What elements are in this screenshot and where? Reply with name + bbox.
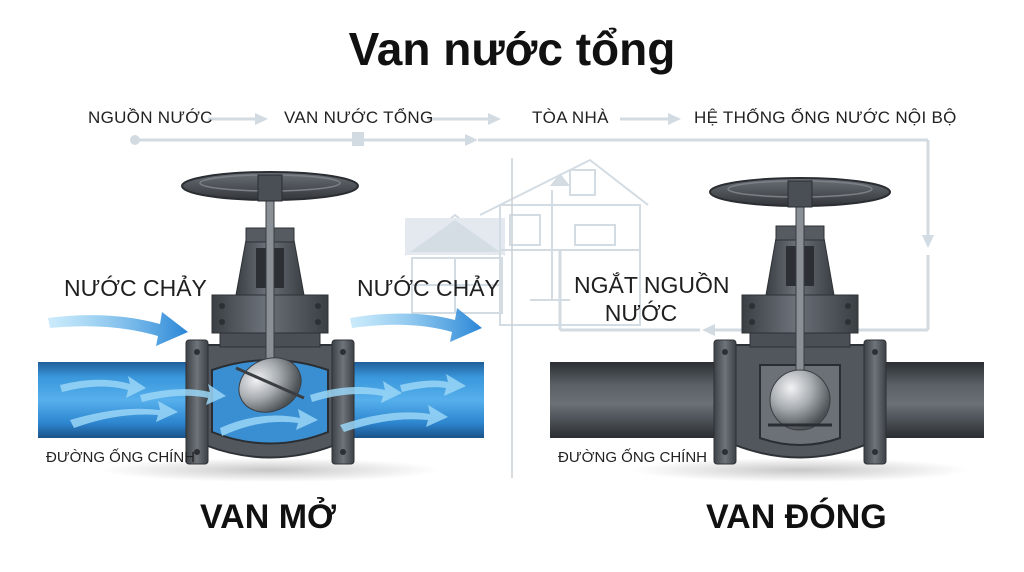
flow-step-source: NGUỒN NƯỚC (88, 108, 213, 127)
house-background (404, 158, 649, 326)
closed-flange-left (713, 339, 737, 465)
page-title: Van nước tổng (348, 23, 676, 75)
open-flange-right (331, 339, 355, 465)
open-state-label: VAN MỞ (200, 498, 337, 536)
open-valve-disk (238, 357, 302, 413)
flow-step-valve: VAN NƯỚC TỔNG (284, 108, 434, 127)
open-pipe-label: ĐƯỜNG ỐNG CHÍNH (46, 449, 196, 466)
flow-step-building: TÒA NHÀ (532, 108, 609, 127)
closed-pipe-label: ĐƯỜNG ỐNG CHÍNH (558, 449, 708, 466)
cut-water-label-line1: NGẮT NGUỒN (574, 272, 730, 298)
closed-state-label: VAN ĐÓNG (706, 498, 887, 536)
open-flow-label-left: NƯỚC CHẢY (64, 275, 207, 301)
open-flow-label-right: NƯỚC CHẢY (357, 275, 500, 301)
water-flow-arrows (60, 374, 466, 436)
incoming-water-arrow (48, 312, 188, 346)
open-valve-assembly (38, 171, 484, 482)
closed-flange-right (863, 339, 887, 465)
closed-valve-disk (769, 369, 831, 431)
open-flange-left (185, 339, 209, 465)
flow-step-plumbing: HỆ THỐNG ỐNG NƯỚC NỘI BỘ (694, 108, 957, 127)
closed-valve-assembly (550, 177, 984, 482)
outgoing-water-arrow (350, 308, 482, 342)
flow-connector (130, 113, 934, 336)
cut-water-label-line2: NƯỚC (604, 300, 678, 326)
